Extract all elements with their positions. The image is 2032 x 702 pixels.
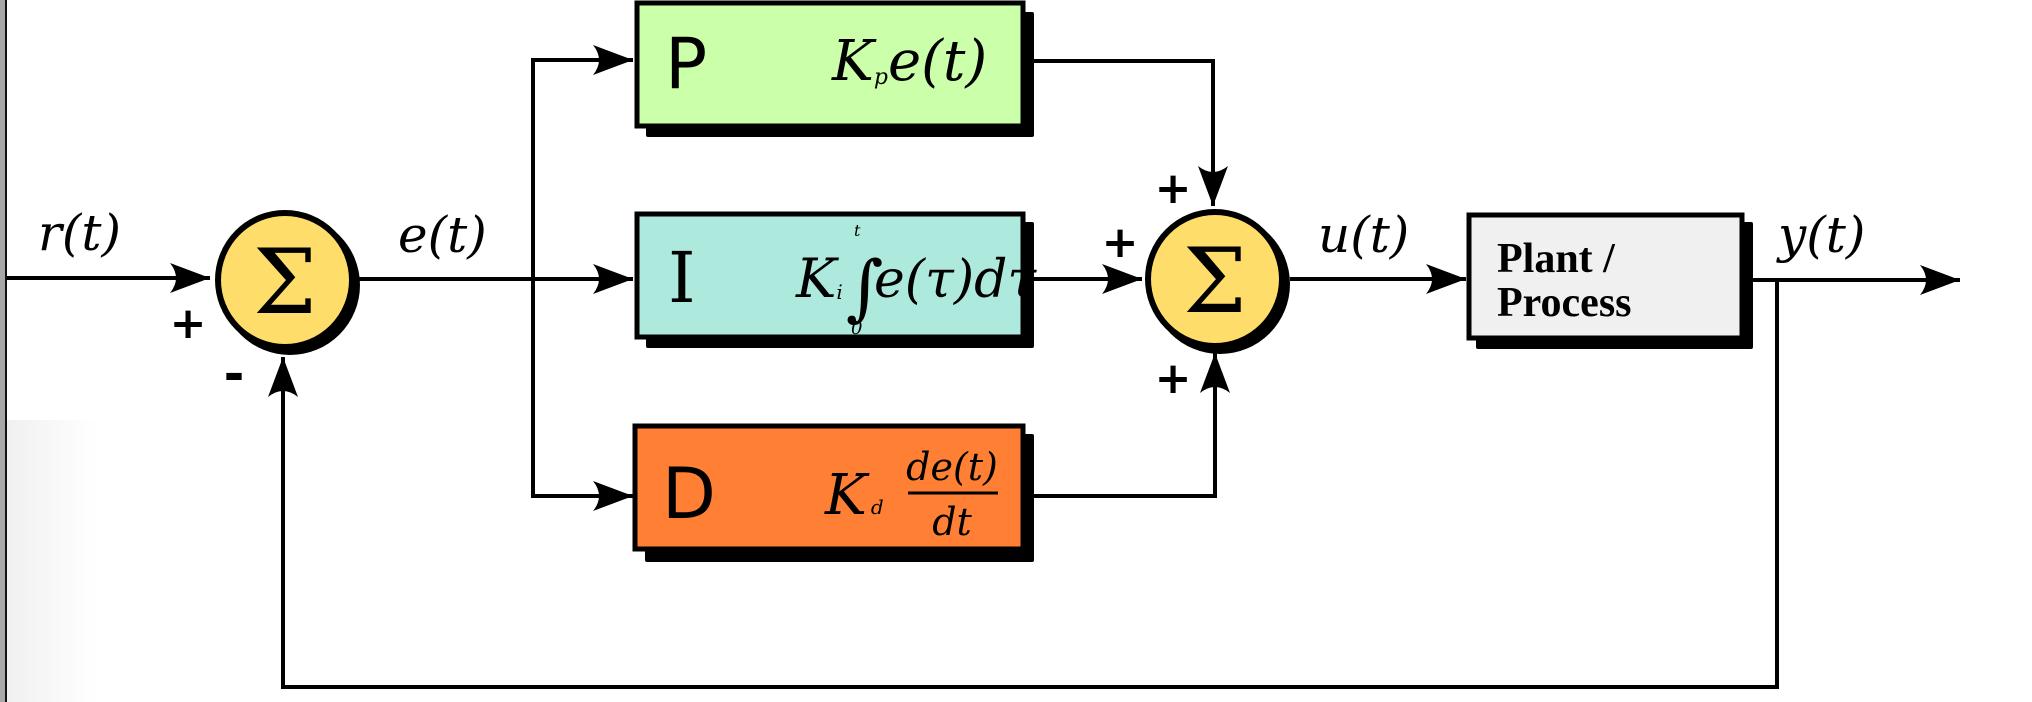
p-branch-wire xyxy=(531,45,633,279)
label-output: y(t) xyxy=(1776,206,1865,264)
integral-block: I Ki ∫ t 0 e(τ)dτ xyxy=(634,211,1037,348)
plus-sign: + xyxy=(170,298,207,349)
minus-sign: - xyxy=(224,345,245,403)
block-letter-p: P xyxy=(665,23,707,105)
plant-label-line2: Process xyxy=(1497,280,1632,326)
proportional-block: P Kpe(t) xyxy=(634,0,1034,137)
plus-sign-left: + xyxy=(1102,217,1139,268)
controller-summer: Σ + + + xyxy=(1102,163,1290,404)
plant-block: Plant / Process xyxy=(1466,212,1753,349)
integral-icon: ∫ xyxy=(846,245,884,329)
sigma-icon: Σ xyxy=(253,230,317,335)
window-border xyxy=(5,0,7,702)
p-output-wire xyxy=(1034,59,1228,206)
plus-sign-bottom: + xyxy=(1155,353,1192,404)
sigma-icon: Σ xyxy=(1183,229,1247,334)
derivative-denominator: dt xyxy=(932,500,972,544)
label-control: u(t) xyxy=(1318,206,1409,264)
d-output-wire xyxy=(1034,353,1230,498)
gain-kp: Kpe(t) xyxy=(831,29,987,94)
integral-upper-limit: t xyxy=(854,221,861,240)
error-summer: Σ + - xyxy=(170,210,360,403)
d-branch-wire xyxy=(531,279,633,511)
plant-label-line1: Plant / xyxy=(1497,236,1616,282)
block-letter-d: D xyxy=(662,453,716,535)
plus-sign-top: + xyxy=(1155,163,1192,214)
block-letter-i: I xyxy=(668,237,696,319)
integral-lower-limit: 0 xyxy=(851,318,862,339)
integrand: e(τ)dτ xyxy=(874,250,1037,310)
label-error: e(t) xyxy=(398,206,487,264)
background-shade xyxy=(7,420,97,702)
gain-ki: Ki xyxy=(795,247,843,310)
derivative-numerator: de(t) xyxy=(906,445,998,489)
window-edge xyxy=(0,0,5,702)
label-reference: r(t) xyxy=(38,204,121,262)
feedback-wire xyxy=(268,280,1779,689)
